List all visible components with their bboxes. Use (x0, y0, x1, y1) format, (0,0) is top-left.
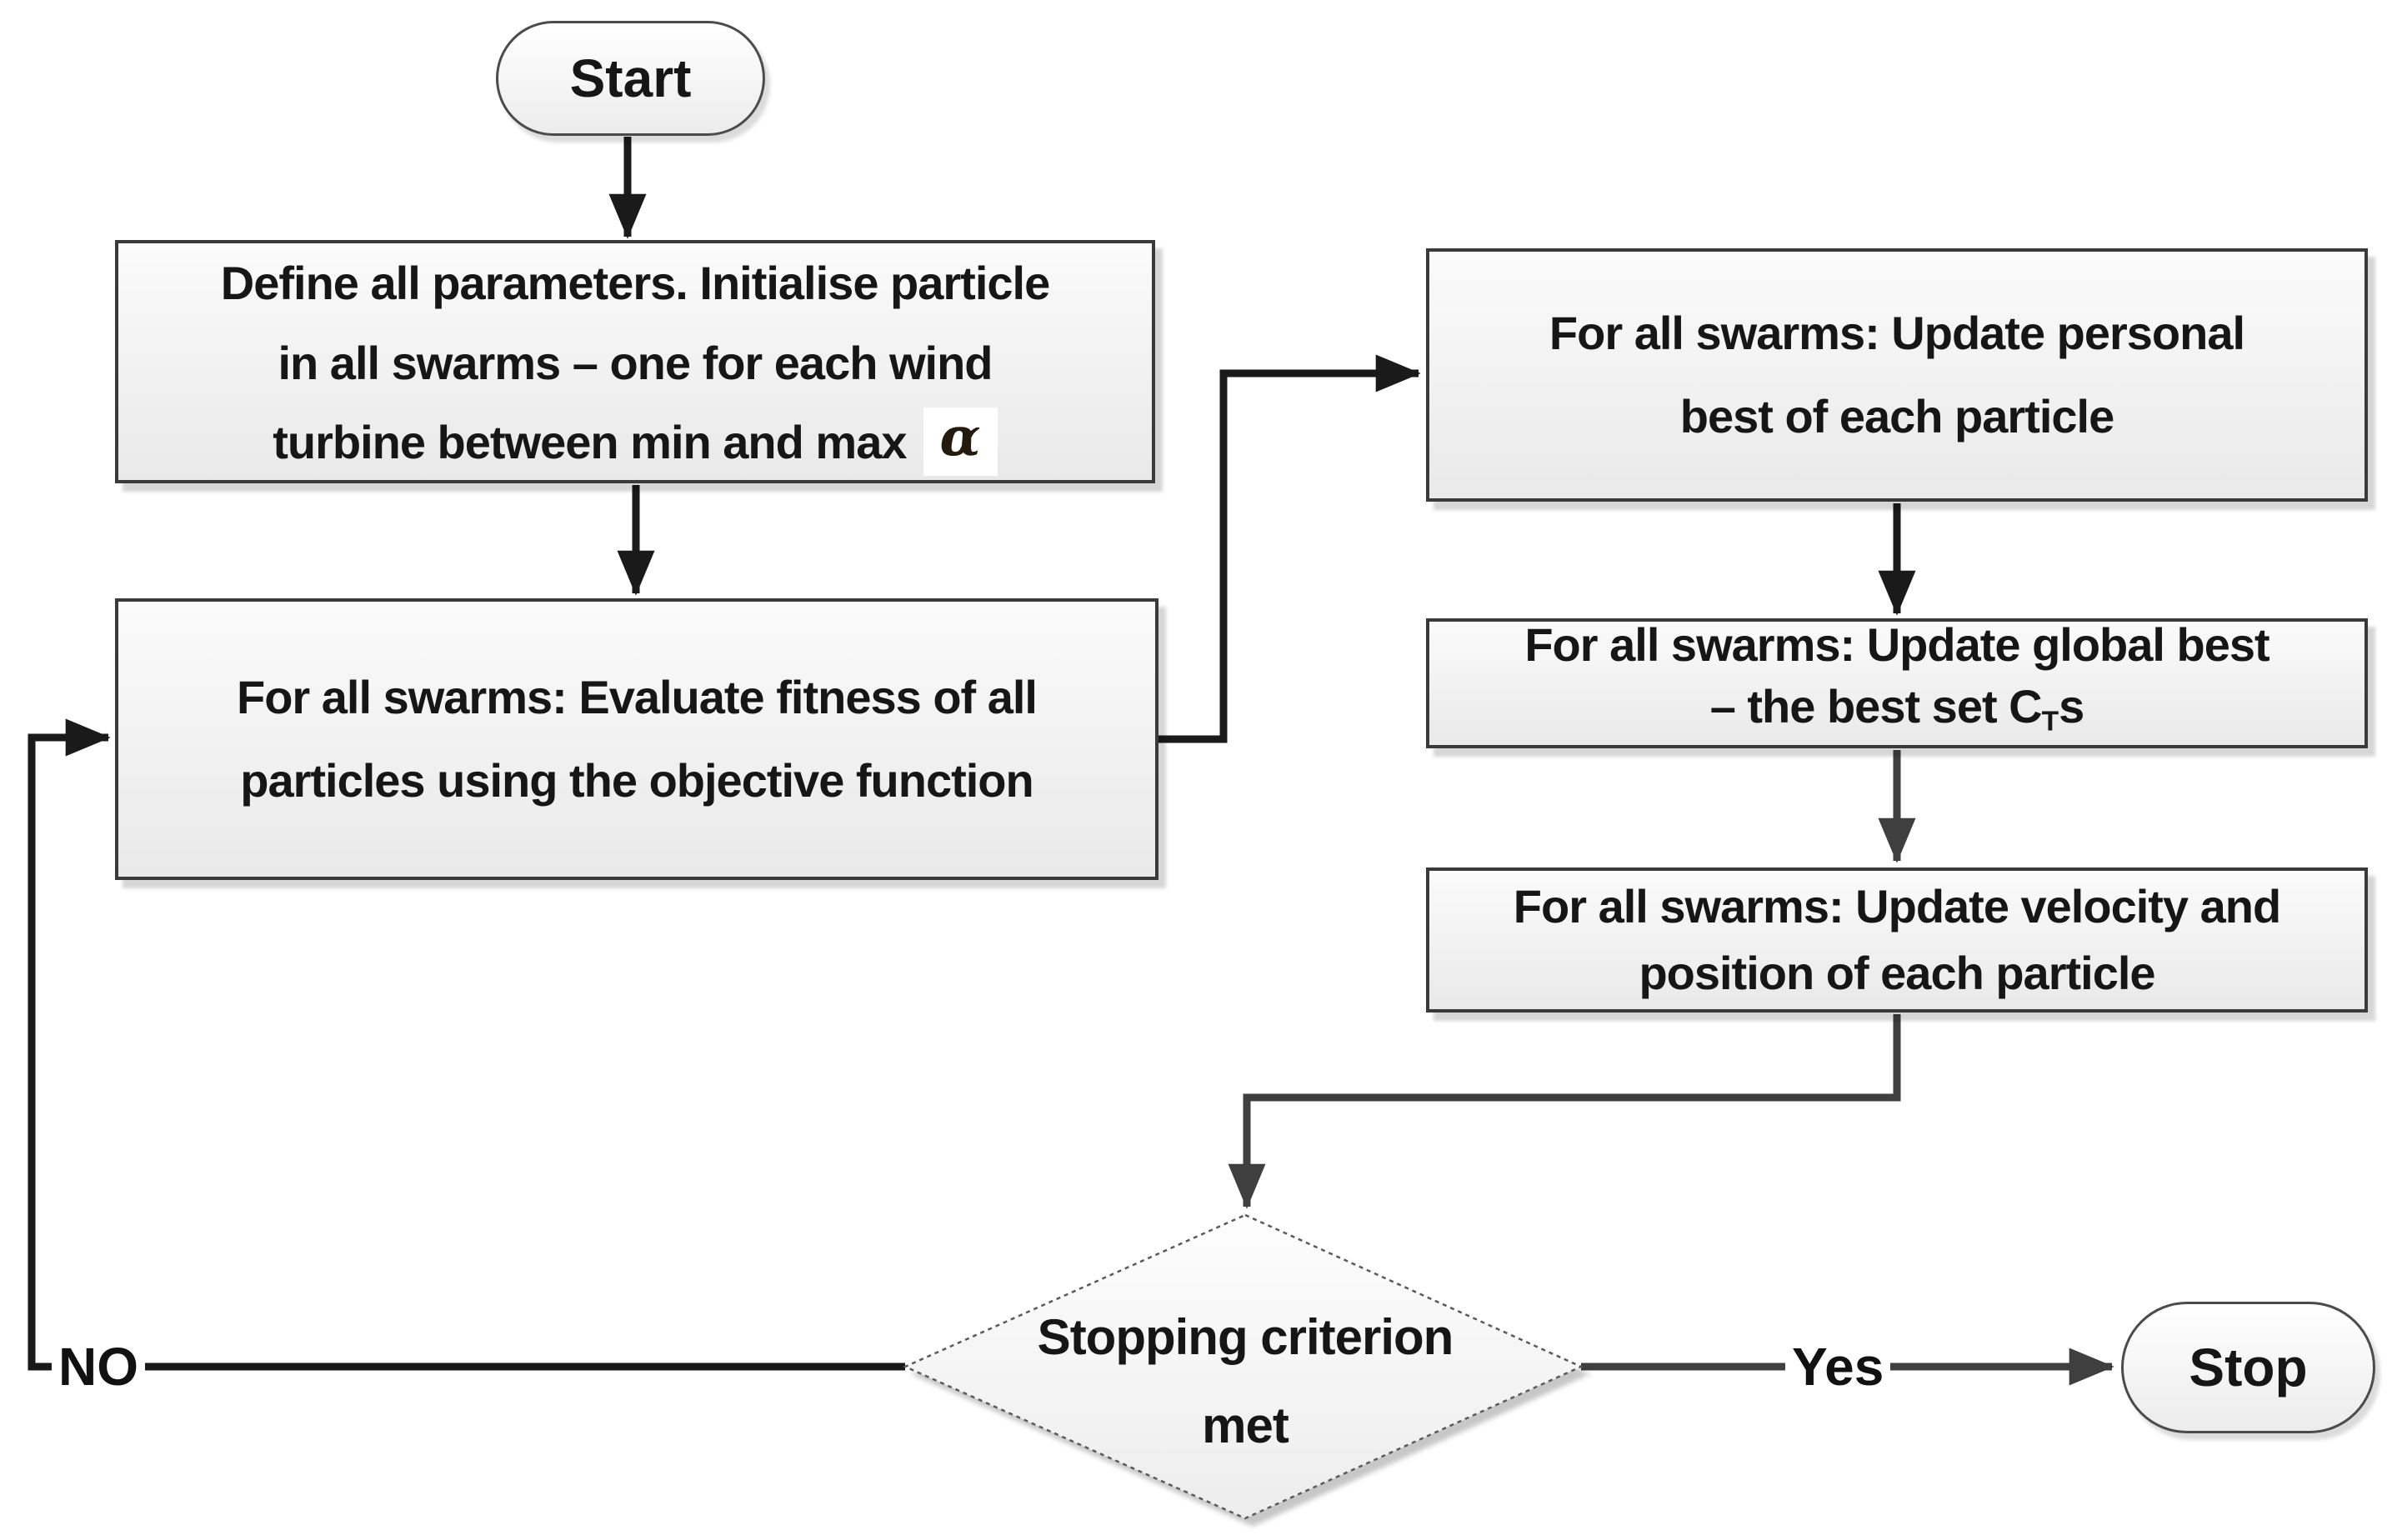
update-global-best-box: For all swarms: Update global best – the… (1426, 618, 2368, 748)
start-label: Start (569, 48, 692, 108)
define-parameters-box: Define all parameters. Initialise partic… (115, 240, 1155, 483)
start-terminal: Start (496, 21, 765, 136)
decision-label: Stopping criterion met (1037, 1309, 1454, 1453)
update-global-best-line2: – the best set CTs (1709, 676, 2085, 752)
update-personal-best-box: For all swarms: Update personal best of … (1426, 248, 2368, 502)
yes-text: Yes (1792, 1337, 1884, 1397)
no-edge-label: NO (52, 1332, 145, 1402)
stop-label: Stop (2189, 1338, 2308, 1398)
update-velocity-text: For all swarms: Update velocity and posi… (1513, 880, 2281, 999)
define-parameters-line3: turbine between min and max α (273, 403, 998, 480)
decision-diamond (902, 1213, 1584, 1520)
yes-edge-label: Yes (1785, 1332, 1891, 1402)
no-text: NO (58, 1337, 138, 1397)
edge-decision-to-evaluate-no (28, 718, 905, 1371)
edge-velocity-to-decision (1228, 1014, 1901, 1209)
ct-subscript: T (2041, 706, 2059, 738)
define-parameters-line3-text: turbine between min and max (273, 415, 907, 468)
stop-terminal: Stop (2121, 1302, 2375, 1433)
update-global-line2-pre: – the best set C (1709, 679, 2043, 732)
define-parameters-text: Define all parameters. Initialise partic… (220, 257, 1050, 389)
update-global-line2-post: s (2059, 679, 2084, 732)
alpha-symbol: α (923, 408, 998, 476)
update-velocity-box: For all swarms: Update velocity and posi… (1426, 868, 2368, 1012)
update-personal-best-text: For all swarms: Update personal best of … (1549, 307, 2245, 442)
edge-evaluate-to-update-personal (1158, 354, 1421, 743)
evaluate-fitness-text: For all swarms: Evaluate fitness of all … (236, 671, 1038, 807)
update-global-best-line1: For all swarms: Update global best (1524, 618, 2269, 671)
evaluate-fitness-box: For all swarms: Evaluate fitness of all … (115, 598, 1158, 880)
